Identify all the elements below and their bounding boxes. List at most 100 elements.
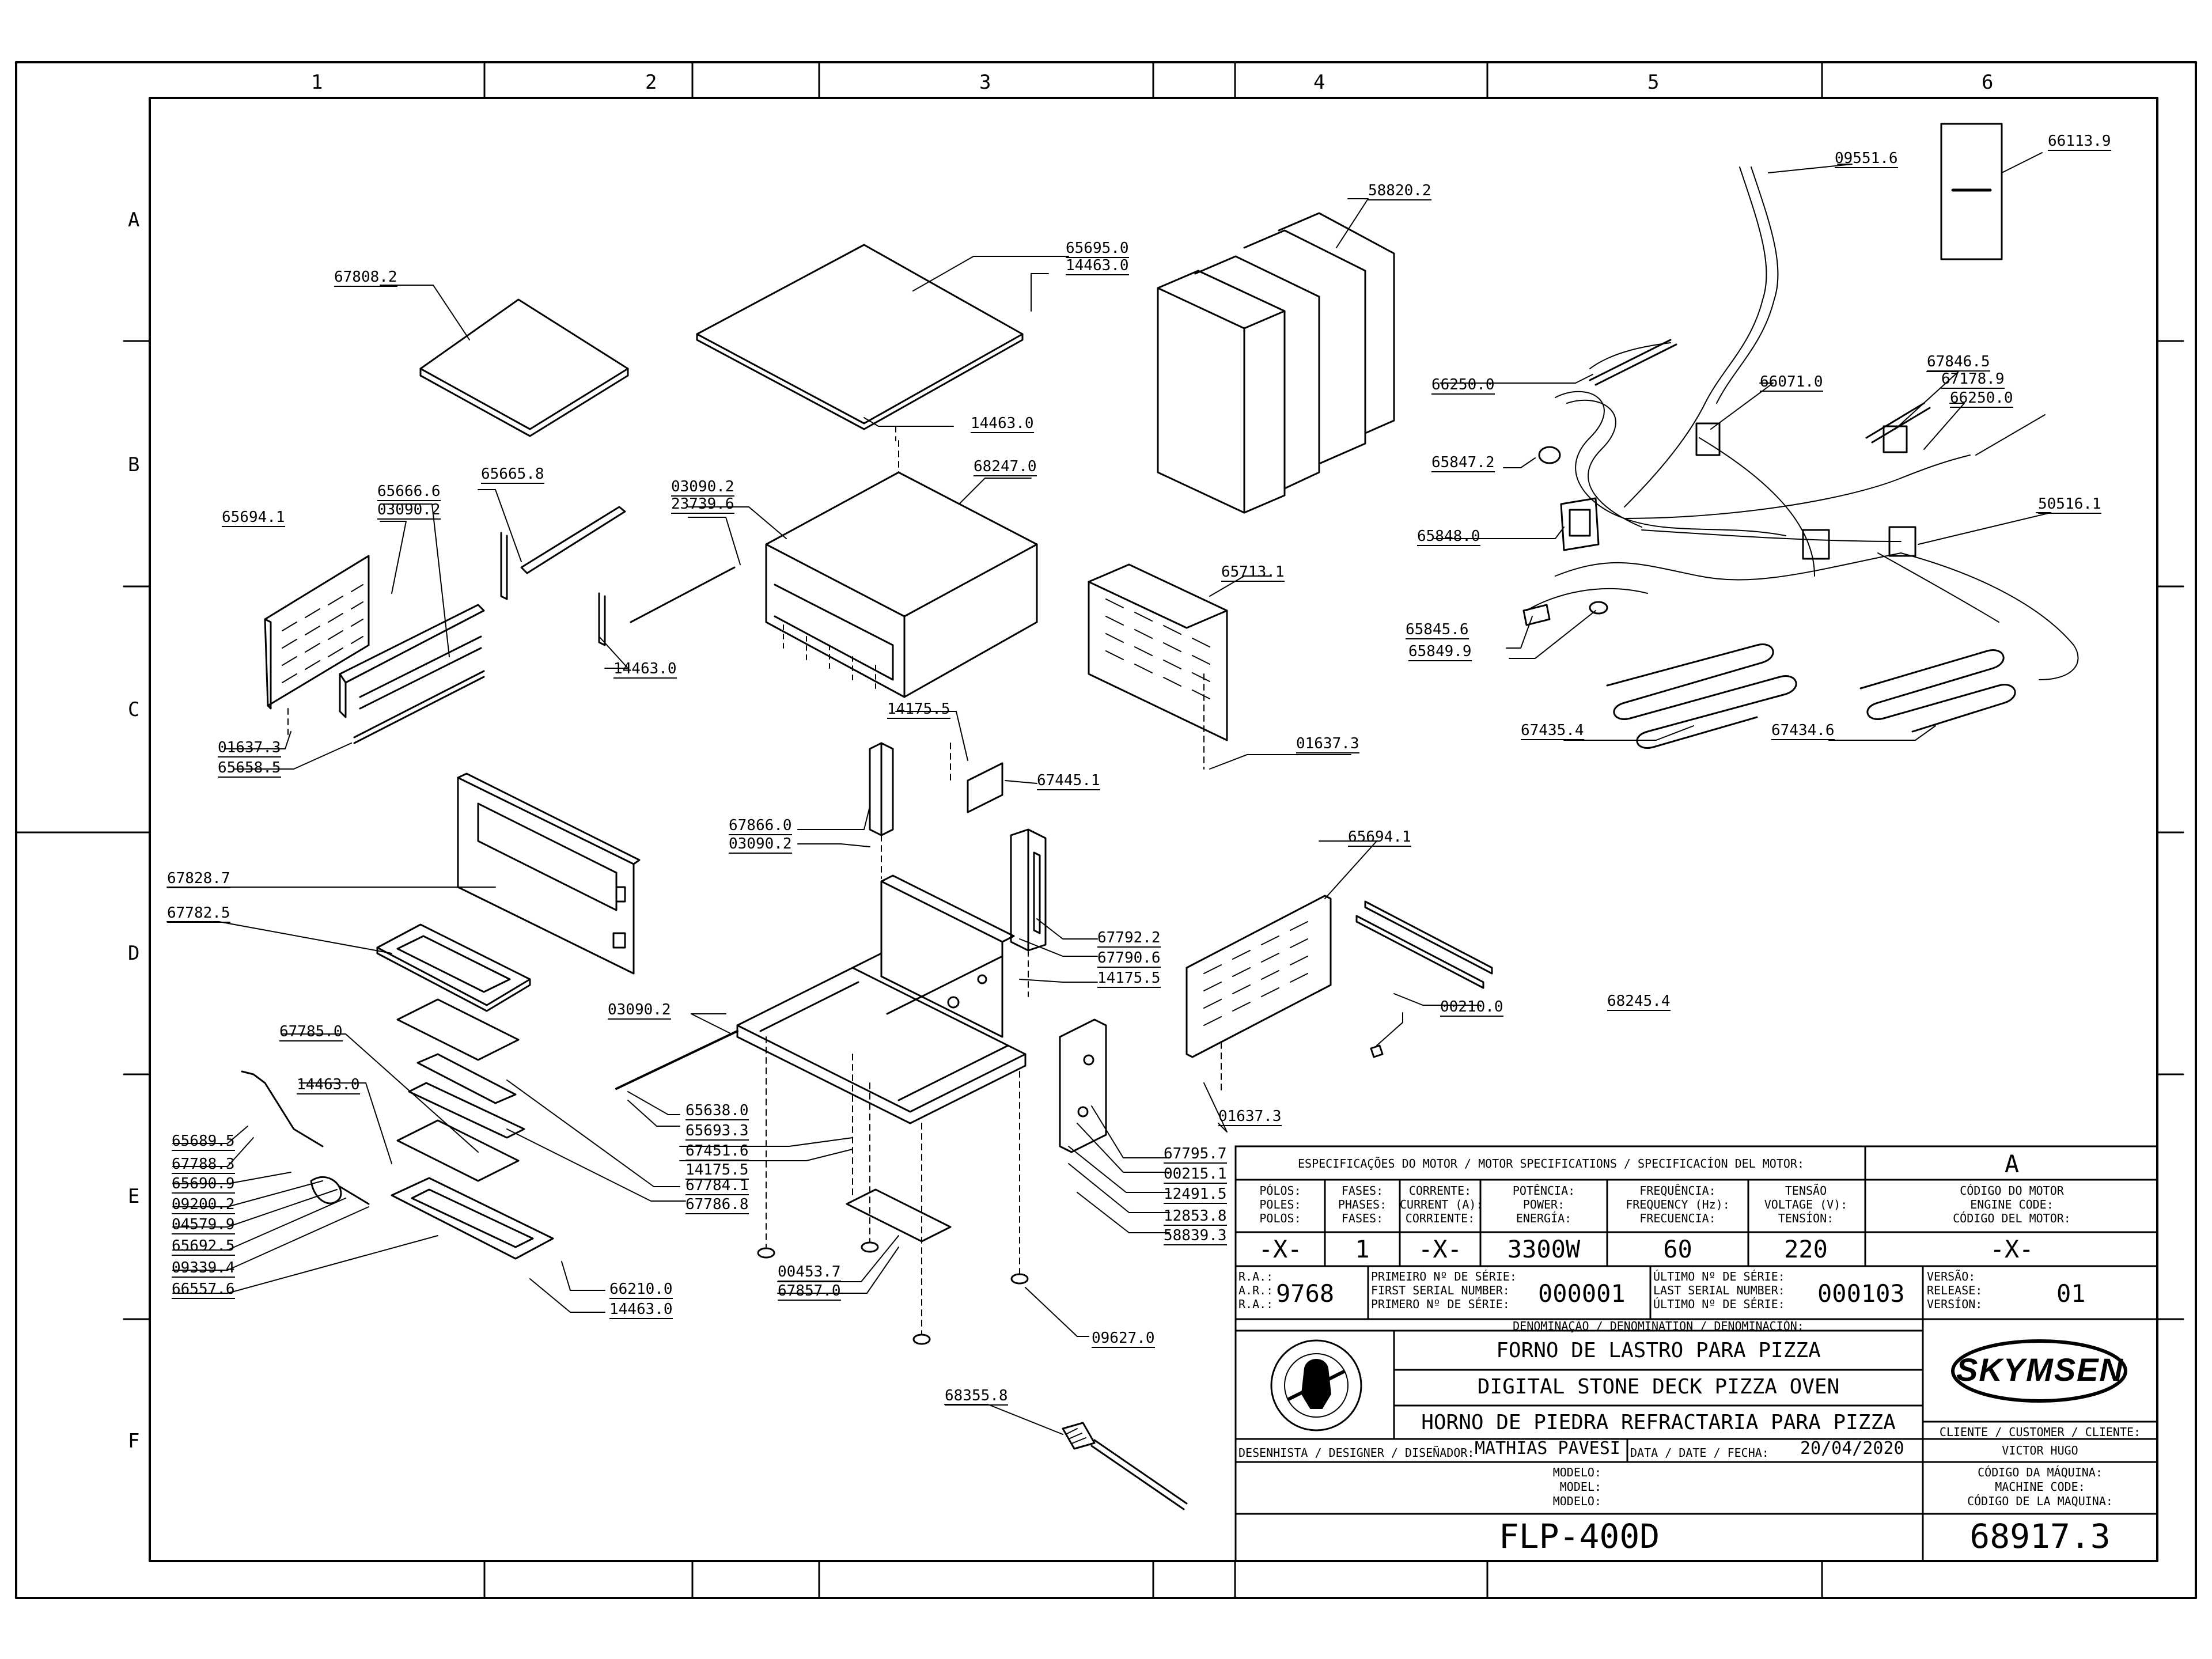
brand-logo bbox=[1951, 1339, 2127, 1403]
last-serial-label: ÚLTIMO Nº DE SÉRIE:LAST SERIAL NUMBER:ÚL… bbox=[1653, 1270, 1785, 1311]
model-label: MODELO:MODEL:MODELO: bbox=[1552, 1465, 1601, 1508]
part-label: 01637.3 bbox=[218, 739, 281, 757]
part-label: 58820.2 bbox=[1368, 182, 1431, 200]
grid-col-3: 3 bbox=[979, 71, 991, 94]
motor-current-value: -X- bbox=[1418, 1235, 1462, 1263]
version-label: VERSÃO:RELEASE:VERSÍON: bbox=[1927, 1270, 1983, 1311]
first-serial-label: PRIMEIRO Nº DE SÉRIE:FIRST SERIAL NUMBER… bbox=[1371, 1270, 1517, 1311]
motor-poles-label: PÓLOS:POLES:POLOS: bbox=[1259, 1184, 1301, 1225]
part-label: 65849.9 bbox=[1408, 643, 1472, 661]
part-label: 66557.6 bbox=[172, 1281, 235, 1299]
grid-col-1: 1 bbox=[311, 71, 323, 94]
part-label: 00210.0 bbox=[1440, 998, 1503, 1017]
part-label: 67808.2 bbox=[334, 268, 397, 287]
date-value: 20/04/2020 bbox=[1800, 1438, 1904, 1459]
client-label: CLIENTE / CUSTOMER / CLIENTE: bbox=[1939, 1425, 2141, 1439]
motor-frequency-label: FREQUÊNCIA:FREQUENCY (Hz):FRECUENCIA: bbox=[1626, 1184, 1730, 1225]
part-label: 65848.0 bbox=[1417, 528, 1480, 546]
part-label: 67866.0 bbox=[729, 817, 792, 835]
part-label: 66210.0 bbox=[609, 1281, 673, 1299]
part-label: 67785.0 bbox=[279, 1023, 343, 1041]
part-label: 03090.2 bbox=[608, 1001, 671, 1020]
date-label: DATA / DATE / FECHA: bbox=[1630, 1446, 1769, 1460]
part-label: 65713.1 bbox=[1221, 563, 1285, 582]
motor-power-value: 3300W bbox=[1507, 1235, 1581, 1263]
part-label: 67782.5 bbox=[167, 904, 230, 923]
part-label: 65847.2 bbox=[1431, 454, 1495, 472]
motor-poles-value: -X- bbox=[1258, 1235, 1302, 1263]
part-label: 03090.2 bbox=[729, 835, 792, 854]
model-value: FLP-400D bbox=[1498, 1517, 1660, 1556]
part-label: 65692.5 bbox=[172, 1237, 235, 1256]
part-label: 65665.8 bbox=[481, 465, 544, 484]
part-label: 67795.7 bbox=[1164, 1145, 1227, 1164]
machine-code-value: 68917.3 bbox=[1969, 1517, 2111, 1556]
part-label: 67786.8 bbox=[685, 1196, 749, 1214]
part-label: 09200.2 bbox=[172, 1196, 235, 1214]
part-label: 67451.6 bbox=[685, 1142, 749, 1161]
part-label: 04579.9 bbox=[172, 1216, 235, 1234]
title-block-grid bbox=[1234, 1145, 2158, 1562]
grid-col-2: 2 bbox=[645, 71, 657, 94]
motor-voltage-value: 220 bbox=[1784, 1235, 1828, 1263]
grid-row-e: E bbox=[128, 1185, 140, 1208]
grid-row-b: B bbox=[128, 453, 140, 476]
part-label: 65693.3 bbox=[685, 1122, 749, 1141]
part-label: 14463.0 bbox=[1066, 257, 1129, 275]
designer-value: MATHIAS PAVESI bbox=[1475, 1438, 1620, 1459]
motor-current-label: CORRENTE:CURRENT (A):CORRIENTE: bbox=[1400, 1184, 1483, 1225]
version-value: 01 bbox=[2056, 1279, 2086, 1308]
engine-code-value: -X- bbox=[1990, 1235, 2034, 1263]
part-label: 14463.0 bbox=[609, 1301, 673, 1319]
first-serial-value: 000001 bbox=[1538, 1279, 1626, 1308]
part-label: 12491.5 bbox=[1164, 1185, 1227, 1204]
part-label: 12853.8 bbox=[1164, 1207, 1227, 1226]
part-label: 67790.6 bbox=[1097, 949, 1161, 968]
part-label: 67792.2 bbox=[1097, 929, 1161, 948]
part-label: 14463.0 bbox=[971, 415, 1034, 433]
last-serial-value: 000103 bbox=[1817, 1279, 1905, 1308]
part-label: 65689.5 bbox=[172, 1132, 235, 1151]
part-label: 50516.1 bbox=[2038, 495, 2101, 514]
part-label: 68247.0 bbox=[974, 458, 1037, 476]
denomination-header: DENOMINAÇÃO / DENOMINATION / DENOMINACIÓ… bbox=[1513, 1319, 1804, 1333]
part-label: 01637.3 bbox=[1296, 735, 1359, 753]
grid-row-d: D bbox=[128, 942, 140, 965]
part-label: 68355.8 bbox=[945, 1387, 1008, 1406]
motor-power-label: POTÊNCIA:POWER:ENERGÍA: bbox=[1512, 1184, 1575, 1225]
motor-phases-value: 1 bbox=[1355, 1235, 1370, 1263]
ra-value: 9768 bbox=[1276, 1279, 1335, 1308]
product-name-pt: FORNO DE LASTRO PARA PIZZA bbox=[1496, 1339, 1821, 1362]
part-label: 00215.1 bbox=[1164, 1165, 1227, 1184]
outer-frame bbox=[15, 61, 2197, 1599]
grid-row-f: F bbox=[128, 1430, 140, 1453]
part-label: 66250.0 bbox=[1431, 376, 1495, 395]
part-label: 09339.4 bbox=[172, 1259, 235, 1278]
part-label: 66250.0 bbox=[1950, 389, 2013, 408]
product-name-en: DIGITAL STONE DECK PIZZA OVEN bbox=[1477, 1375, 1840, 1399]
part-label: 65694.1 bbox=[222, 509, 285, 527]
designer-label: DESENHISTA / DESIGNER / DISEÑADOR: bbox=[1238, 1446, 1475, 1460]
part-label: 14175.5 bbox=[1097, 969, 1161, 988]
part-label: 01637.3 bbox=[1218, 1108, 1282, 1126]
part-label: 65690.9 bbox=[172, 1175, 235, 1194]
revision-letter: A bbox=[2004, 1150, 2020, 1178]
part-label: 09551.6 bbox=[1835, 150, 1898, 168]
part-label: 65695.0 bbox=[1066, 240, 1129, 258]
part-label: 00453.7 bbox=[778, 1263, 841, 1282]
brand-name: SKYMSEN bbox=[1956, 1351, 2124, 1388]
part-label: 67846.5 bbox=[1927, 353, 1990, 372]
machine-code-label: CÓDIGO DA MÁQUINA:MACHINE CODE:CÓDIGO DE… bbox=[1967, 1465, 2113, 1508]
grid-col-5: 5 bbox=[1647, 71, 1660, 94]
part-label: 14175.5 bbox=[685, 1161, 749, 1180]
authorized-service-seal bbox=[1270, 1339, 1362, 1431]
client-value: VICTOR HUGO bbox=[2002, 1444, 2078, 1457]
part-label: 14463.0 bbox=[613, 660, 677, 679]
part-label: 23739.6 bbox=[671, 495, 734, 514]
grid-col-6: 6 bbox=[1982, 71, 1994, 94]
part-label: 09627.0 bbox=[1092, 1330, 1155, 1348]
part-label: 03090.2 bbox=[671, 478, 734, 497]
